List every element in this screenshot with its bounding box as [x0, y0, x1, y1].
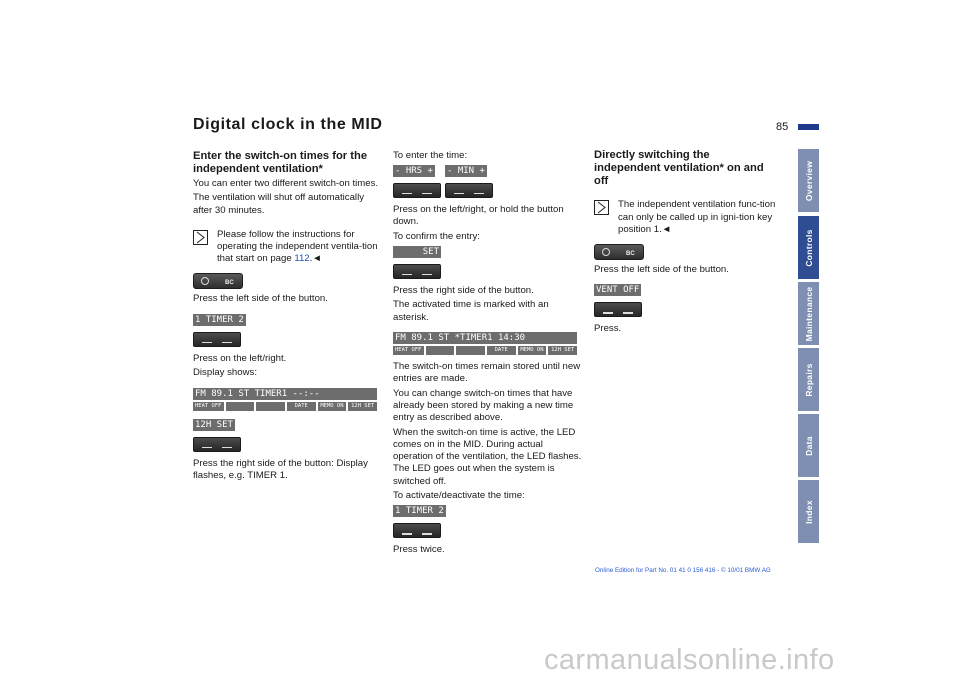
display-cell: DATE [486, 345, 516, 355]
tab-data[interactable]: Data [798, 414, 819, 477]
display-cell [256, 401, 285, 411]
display-cell: DATE [286, 401, 316, 411]
watermark: carmanualsonline.info [544, 644, 835, 676]
display-text-hrs: - HRS + [393, 164, 435, 177]
note-arrow-icon [594, 200, 609, 216]
page-link[interactable]: 112 [294, 253, 310, 265]
tab-label: Maintenance [803, 286, 814, 341]
display-cell: HEAT OFF [193, 401, 224, 411]
display-timer-select: 1 TIMER 2 [193, 313, 383, 347]
display-hrs-min: - HRS + - MIN + [393, 164, 585, 198]
tab-maintenance[interactable]: Maintenance [798, 282, 819, 345]
page-number-bar [798, 124, 819, 130]
display-cell [425, 345, 455, 355]
display-mid-full: FM 89.1 ST TIMER1 --:-- HEAT OFF DATE ME… [193, 387, 377, 411]
display-cell: 12H SET [548, 345, 577, 355]
rocker-button-icon [393, 182, 441, 198]
tab-repairs[interactable]: Repairs [798, 348, 819, 411]
step-text: Press twice. [393, 544, 445, 556]
step-text: Press the left side of the button. [193, 293, 328, 305]
display-main-line: FM 89.1 ST TIMER1 --:-- [193, 387, 377, 400]
step-text: Press on the left/right. [193, 352, 287, 364]
rocker-button-icon [594, 302, 642, 318]
step-text: To activate/deactivate the time: [393, 490, 525, 502]
display-cell [456, 345, 485, 355]
display-text: 1 TIMER 2 [193, 313, 246, 326]
section-heading-switch-on-times: Enter the switch-on times for the indepe… [193, 150, 368, 175]
rocker-button-icon [393, 523, 441, 539]
display-text: 12H SET [193, 418, 235, 431]
tab-label: Repairs [803, 362, 814, 397]
display-12h-set: 12H SET [193, 418, 383, 452]
note: Please follow the instructions for opera… [193, 229, 383, 266]
display-text: VENT OFF [594, 284, 642, 297]
page-number: 85 [776, 121, 789, 133]
tab-overview[interactable]: Overview [798, 149, 819, 212]
tab-label: Data [803, 435, 814, 456]
paragraph: The ventilation will shut off automatica… [193, 192, 364, 216]
display-timer-select: 1 TIMER 2 [393, 505, 585, 539]
step-text: Press. [594, 323, 622, 335]
bc-label: BC [626, 251, 635, 257]
display-cell [225, 401, 255, 411]
column-3: Directly switching the independent venti… [594, 149, 786, 338]
display-cell: MEMO ON [517, 345, 547, 355]
paragraph: You can enter two different switch-on ti… [193, 177, 379, 189]
rocker-button-icon [193, 331, 241, 347]
display-text-min: - MIN + [445, 164, 487, 177]
bc-label: BC [225, 280, 234, 287]
step-text: The activated time is marked with an ast… [393, 299, 549, 323]
display-cell: HEAT OFF [393, 345, 424, 355]
note: The independent ventilation func-tion ca… [594, 199, 786, 236]
note-text: The independent ventilation func-tion ca… [618, 199, 776, 235]
step-text: To confirm the entry: [393, 230, 480, 242]
footer-edition-note: Online Edition for Part No. 01 41 0 156 … [595, 567, 771, 574]
paragraph: When the switch-on time is active, the L… [393, 426, 582, 487]
step-text: Display shows: [193, 367, 257, 379]
column-2: To enter the time: - HRS + - MIN + Press… [393, 150, 585, 559]
rocker-button-icon [445, 182, 493, 198]
tab-label: Controls [803, 228, 814, 267]
step-text: Press the right side of the button: Disp… [193, 457, 368, 482]
paragraph: You can change switch-on times that have… [393, 387, 574, 424]
column-1: Enter the switch-on times for the indepe… [193, 150, 383, 485]
tab-label: Index [803, 499, 814, 524]
step-text: Press the right side of the button. [393, 284, 534, 296]
display-cell: 12H SET [348, 401, 377, 411]
bc-button-graphic: BC [594, 244, 644, 260]
step-text: Press the left side of the button. [594, 264, 729, 275]
tab-label: Overview [803, 160, 814, 201]
display-mid-full-asterisk: FM 89.1 ST *TIMER1 14:30 HEAT OFF DATE M… [393, 331, 577, 355]
clock-knob-icon [602, 248, 610, 256]
section-heading-direct-switching: Directly switching the independent venti… [594, 149, 764, 187]
bc-button-graphic: BC [193, 273, 243, 290]
tab-controls[interactable]: Controls [798, 216, 819, 279]
display-text: SET [393, 245, 441, 258]
step-text: To enter the time: [393, 150, 468, 161]
note-arrow-icon [193, 229, 208, 245]
display-set: SET [393, 245, 585, 279]
step-text: Press on the left/right, or hold the but… [393, 203, 564, 228]
note-text: Please follow the instructions for opera… [217, 228, 378, 265]
paragraph: The switch-on times remain stored until … [393, 360, 581, 385]
rocker-button-icon [193, 436, 241, 452]
page-title: Digital clock in the MID [193, 116, 383, 133]
tab-index[interactable]: Index [798, 480, 819, 543]
display-cell: MEMO ON [317, 401, 347, 411]
rocker-button-icon [393, 263, 441, 279]
display-text: 1 TIMER 2 [393, 505, 446, 518]
display-main-line: FM 89.1 ST *TIMER1 14:30 [393, 331, 577, 344]
display-vent-off: VENT OFF [594, 284, 786, 318]
clock-knob-icon [201, 277, 209, 286]
